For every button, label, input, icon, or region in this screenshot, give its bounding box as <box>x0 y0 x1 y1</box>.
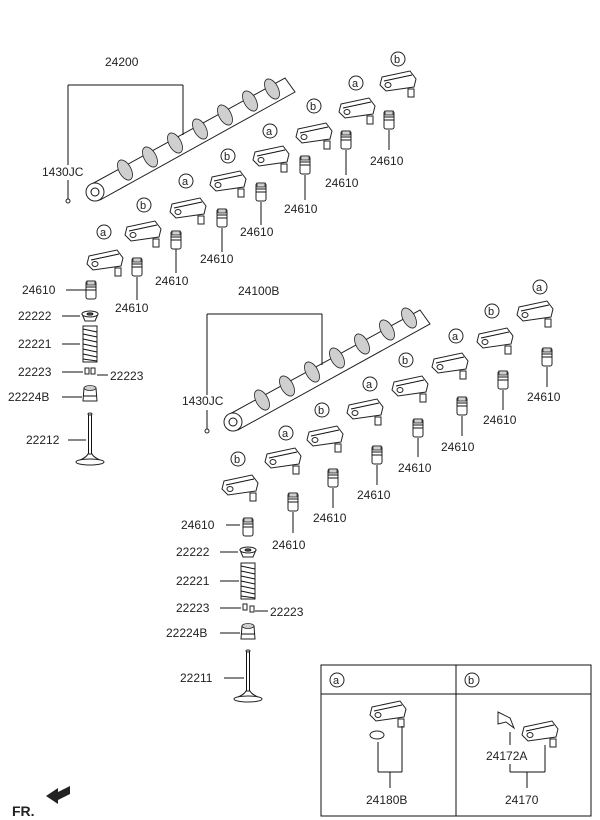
label-seal-lower: 22224B <box>166 626 207 640</box>
label-lash-l5: 24610 <box>398 461 432 475</box>
upper-arm-2: b <box>124 197 182 250</box>
upper-arm-8: b <box>379 51 417 98</box>
lower-valve-stack <box>220 546 268 703</box>
label-cotter-lower-right: 22223 <box>270 605 304 619</box>
lower-arm-3: b <box>306 402 344 488</box>
arrow-icon <box>46 786 70 804</box>
label-cotter-upper-left: 22223 <box>18 365 52 379</box>
label-spring-lower: 22221 <box>176 574 210 588</box>
svg-text:a: a <box>452 331 459 343</box>
svg-text:a: a <box>352 78 359 90</box>
label-lash-l2: 24610 <box>272 538 306 552</box>
label-lash-u3: 24610 <box>155 274 189 288</box>
svg-text:b: b <box>224 151 230 163</box>
label-lash-u8: 24610 <box>370 154 404 168</box>
lower-arm-7: b <box>476 303 514 390</box>
front-label: FR. <box>12 803 35 819</box>
label-seal-upper: 22224B <box>8 390 49 404</box>
camshaft-upper <box>85 77 296 202</box>
lower-arm-8: a <box>516 279 554 367</box>
label-retainer-lower: 22222 <box>176 545 210 559</box>
camshaft-lower-leader <box>206 313 323 395</box>
lower-arm-6: a <box>431 328 469 416</box>
label-lash-u2: 24610 <box>115 301 149 315</box>
label-lash-u7: 24610 <box>325 176 359 190</box>
svg-text:b: b <box>140 200 146 212</box>
label-lash-l4: 24610 <box>357 488 391 502</box>
svg-text:a: a <box>182 176 189 188</box>
label-lash-u4: 24610 <box>200 252 234 266</box>
legend-arm-b <box>497 711 559 788</box>
label-arm-a: 24180B <box>366 793 407 807</box>
label-lash-u1: 24610 <box>22 283 56 297</box>
upper-arm-5: a <box>252 123 311 175</box>
svg-text:a: a <box>333 675 340 687</box>
label-cotter-lower-left: 22223 <box>176 601 210 615</box>
sensor-bolt-lower <box>204 410 210 434</box>
svg-text:a: a <box>282 428 289 440</box>
upper-valve-stack <box>62 310 108 466</box>
upper-arm-4: b <box>209 148 267 202</box>
camshaft-upper-leader <box>67 84 184 165</box>
label-lash-l3: 24610 <box>313 511 347 525</box>
label-sensor-bolt-lower: 1430JC <box>182 394 224 408</box>
svg-text:b: b <box>318 405 324 417</box>
sensor-bolt-upper <box>65 180 71 204</box>
lower-arm-2: a <box>264 425 302 512</box>
front-direction-indicator: FR. <box>12 786 70 819</box>
upper-arm-7: a <box>338 75 395 130</box>
label-lash-l6: 24610 <box>441 440 475 454</box>
label-lash-l7: 24610 <box>483 413 517 427</box>
lower-arm-1: b <box>221 451 259 537</box>
label-lash-u6: 24610 <box>284 202 318 216</box>
lower-lash-labels <box>226 367 548 533</box>
svg-text:b: b <box>402 355 408 367</box>
camshaft-lower <box>223 307 431 432</box>
upper-arm-1: a <box>85 224 143 300</box>
svg-text:a: a <box>366 379 373 391</box>
svg-text:a: a <box>266 126 273 138</box>
svg-text:a: a <box>536 282 543 294</box>
label-camshaft-upper: 24200 <box>105 55 139 69</box>
label-intake-valve: 22211 <box>180 671 213 685</box>
svg-text:b: b <box>488 306 494 318</box>
label-spring-upper: 22221 <box>18 337 52 351</box>
svg-text:b: b <box>468 675 474 687</box>
label-lash-u5: 24610 <box>240 225 274 239</box>
upper-arm-3: a <box>169 173 228 228</box>
label-exhaust-valve: 22212 <box>26 433 60 447</box>
lower-arm-5: b <box>391 352 429 438</box>
upper-arm-6: b <box>295 98 352 150</box>
svg-text:b: b <box>394 54 400 66</box>
label-cotter-upper-right: 22223 <box>110 369 144 383</box>
label-retainer-upper: 22222 <box>18 309 52 323</box>
lower-arm-4: a <box>346 376 384 465</box>
upper-lash-labels <box>66 130 390 300</box>
label-sensor-bolt-upper: 1430JC <box>42 165 84 179</box>
label-arm-b: 24170 <box>505 793 539 807</box>
legend-arm-a <box>369 700 407 788</box>
legend-table: a b 24180B 24172A 24170 <box>320 664 592 817</box>
label-clip-b: 24172A <box>486 749 527 763</box>
svg-text:b: b <box>310 101 316 113</box>
svg-text:b: b <box>234 454 240 466</box>
label-lash-l8: 24610 <box>527 390 561 404</box>
svg-text:a: a <box>100 227 107 239</box>
label-camshaft-lower: 24100B <box>238 284 279 298</box>
label-lash-l1: 24610 <box>181 518 215 532</box>
